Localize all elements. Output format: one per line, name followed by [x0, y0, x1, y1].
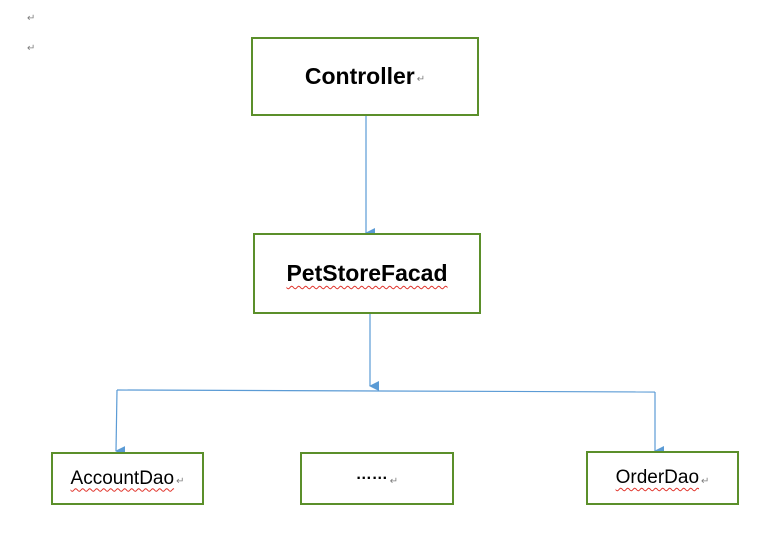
- paragraph-mark: ↵: [701, 475, 710, 487]
- accountdao-label: AccountDao: [70, 467, 175, 489]
- facade-label: PetStoreFacad: [286, 260, 448, 286]
- paragraph-mark: ↵: [176, 476, 185, 487]
- paragraph-mark: ↵: [416, 74, 426, 85]
- branch-bar: [116, 389, 656, 393]
- ellipsis-node: ……↵: [300, 452, 454, 505]
- orderdao-node: OrderDao↵: [586, 451, 739, 505]
- accountdao-node: AccountDao↵: [51, 452, 204, 505]
- paragraph-mark: ↵: [27, 13, 36, 24]
- ellipsis-label: ……: [355, 465, 388, 483]
- controller-node: Controller↵: [251, 37, 479, 116]
- paragraph-mark: ↵: [27, 43, 36, 54]
- controller-label: Controller: [304, 63, 415, 89]
- orderdao-label: OrderDao: [615, 467, 700, 488]
- paragraph-mark: ↵: [389, 476, 399, 487]
- facade-node: PetStoreFacad: [253, 233, 481, 314]
- connector-bar-to-accountdao: [115, 389, 126, 457]
